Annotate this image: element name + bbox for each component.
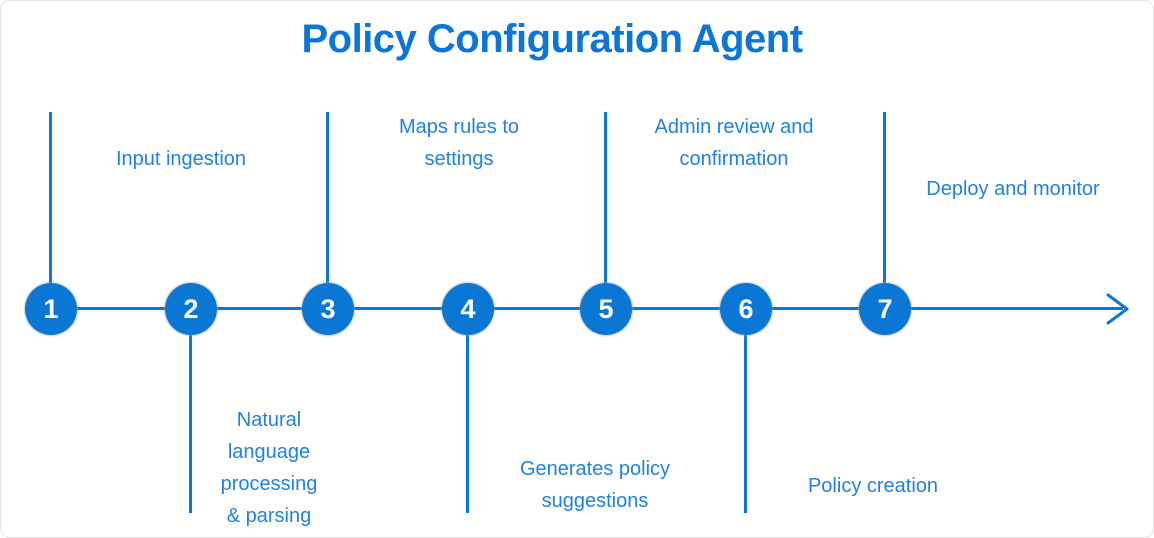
arrow-right-icon — [1106, 293, 1129, 325]
step-4-number: 4 — [460, 293, 476, 324]
step-7-number: 7 — [877, 293, 893, 324]
step-7-label: Deploy and monitor — [926, 178, 1100, 200]
step-6-circle: 6 — [720, 283, 772, 335]
step-4-circle: 4 — [442, 283, 494, 335]
step-1-number: 1 — [43, 293, 59, 324]
step-3-circle: 3 — [302, 283, 354, 335]
step-5-label: Admin review and confirmation — [654, 116, 814, 170]
step-6-connector-line — [744, 335, 747, 513]
step-3-number: 3 — [320, 293, 336, 324]
step-2-connector-line — [189, 335, 192, 513]
step-1-connector-line — [49, 112, 52, 283]
step-4-label: Generates policy suggestions — [519, 458, 671, 512]
step-3-label: Maps rules to settings — [398, 116, 520, 170]
diagram-title: Policy Configuration Agent — [301, 17, 803, 61]
step-6-label: Policy creation — [807, 475, 939, 497]
step-2-circle: 2 — [165, 283, 217, 335]
step-1-circle: 1 — [25, 283, 77, 335]
step-7-connector-line — [883, 112, 886, 283]
step-5-connector-line — [604, 112, 607, 283]
step-3-connector-line — [326, 112, 329, 283]
step-2-label: Natural language processing & parsing — [220, 409, 318, 527]
step-7-circle: 7 — [859, 283, 911, 335]
step-5-number: 5 — [598, 293, 614, 324]
step-4-connector-line — [466, 335, 469, 513]
step-2-number: 2 — [183, 293, 199, 324]
step-5-circle: 5 — [580, 283, 632, 335]
step-1-label: Input ingestion — [115, 148, 247, 170]
step-6-number: 6 — [738, 293, 754, 324]
